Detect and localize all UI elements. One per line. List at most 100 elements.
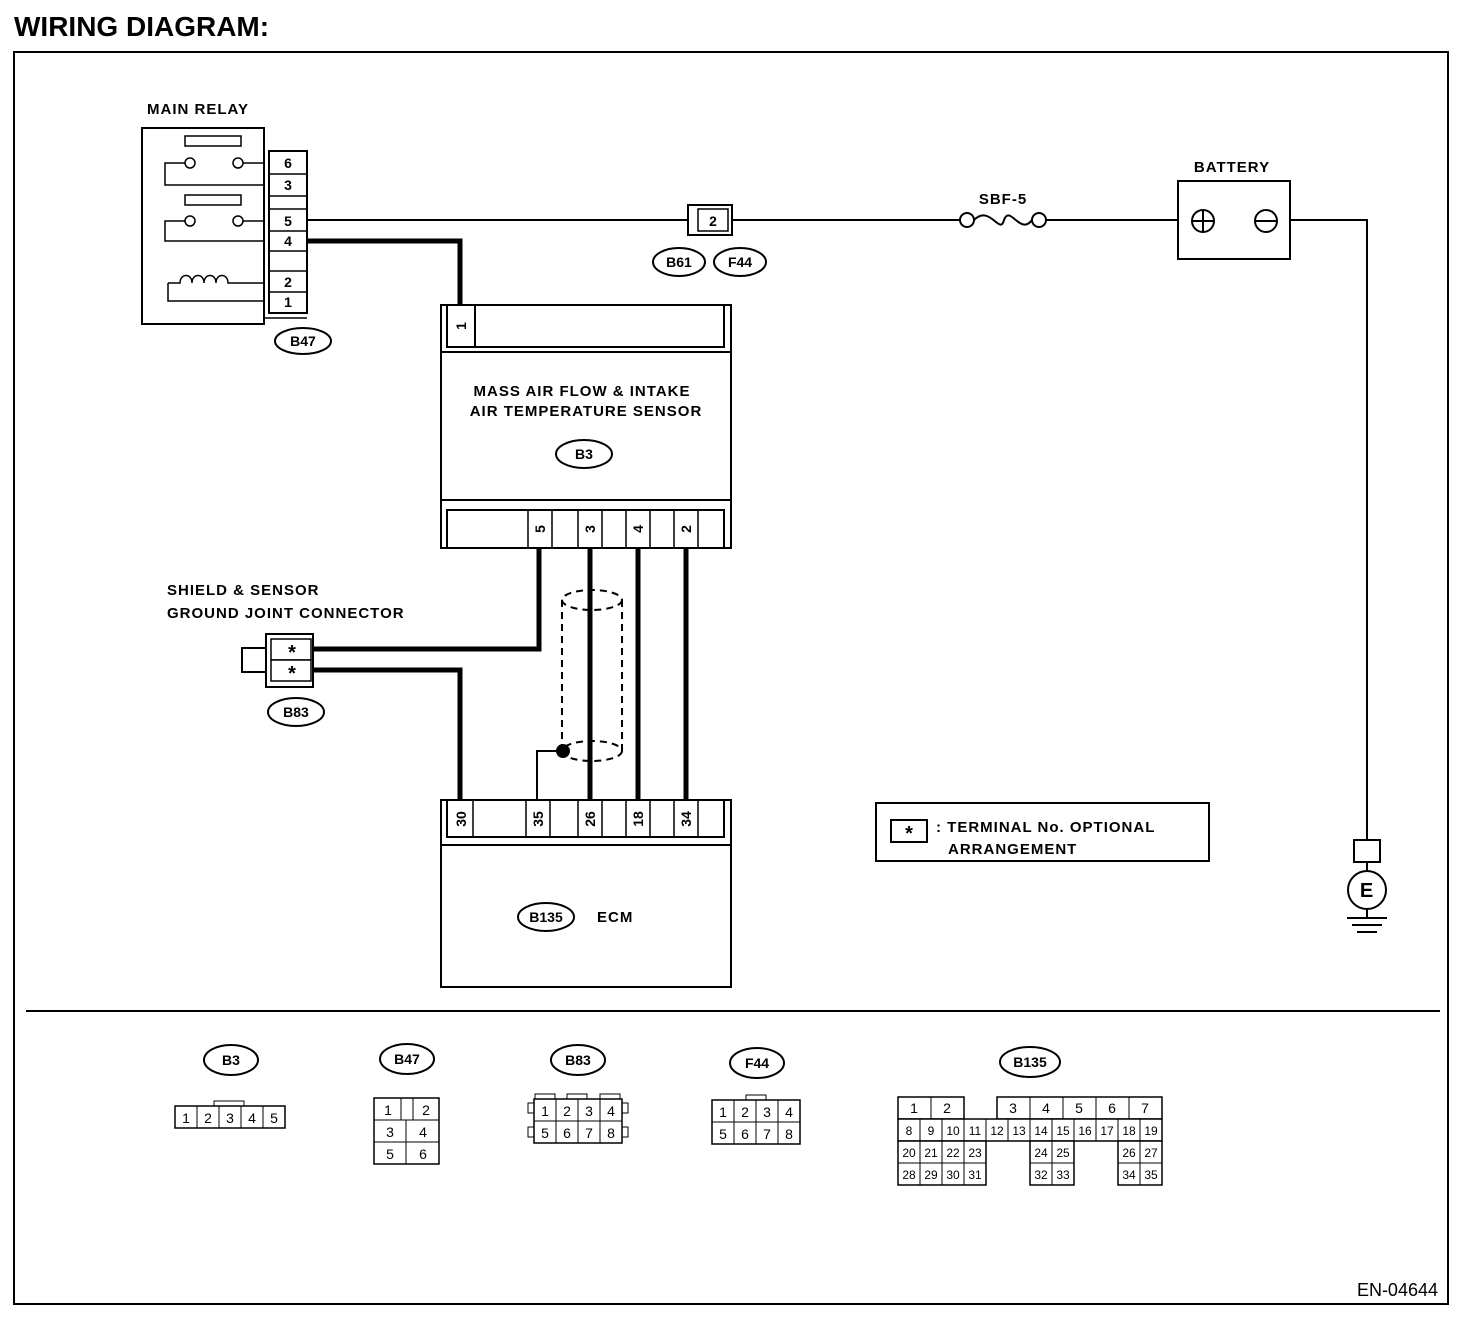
b47-pin: 4 xyxy=(419,1124,427,1140)
b135-pin: 27 xyxy=(1144,1146,1158,1160)
diagram-frame xyxy=(13,51,1449,1305)
b3-pin: 4 xyxy=(248,1110,256,1126)
b47-pin: 5 xyxy=(386,1146,394,1162)
b135-pin: 25 xyxy=(1056,1146,1070,1160)
b135-pin: 14 xyxy=(1034,1124,1048,1138)
shield-pin-2: * xyxy=(288,663,296,685)
shield-label-line1: SHIELD & SENSOR xyxy=(167,582,320,599)
b135-pin: 34 xyxy=(1122,1168,1136,1182)
shield-label-line2: GROUND JOINT CONNECTOR xyxy=(167,605,405,622)
b135-pin: 13 xyxy=(1012,1124,1026,1138)
joint-connector-badge-f44: F44 xyxy=(728,254,752,270)
b83-pin: 1 xyxy=(541,1103,549,1119)
fuse-icon xyxy=(973,214,1033,226)
b135-pin: 4 xyxy=(1042,1100,1050,1116)
connector-view-b47: B47 1 2 3 4 5 6 xyxy=(373,1043,440,1165)
ecm-pin-35: 35 xyxy=(530,811,546,827)
b135-pin: 20 xyxy=(902,1146,916,1160)
b83-pin: 6 xyxy=(563,1125,571,1141)
joint-connector: 2 B61 F44 xyxy=(652,204,767,277)
battery-label: BATTERY xyxy=(1194,159,1270,176)
maf-connector-badge: B3 xyxy=(575,446,593,462)
b135-pin: 32 xyxy=(1034,1168,1048,1182)
b135-pin: 17 xyxy=(1100,1124,1114,1138)
f44-pin: 3 xyxy=(763,1104,771,1120)
connector-view-f44: F44 1 2 3 4 5 6 7 8 xyxy=(711,1047,801,1145)
maf-pin-3: 3 xyxy=(582,525,598,533)
f44-pin: 4 xyxy=(785,1104,793,1120)
connector-view-b135-name: B135 xyxy=(1013,1054,1047,1070)
ecm-pin-30: 30 xyxy=(453,811,469,827)
main-relay: MAIN RELAY 6 3 5 4 2 1 B47 xyxy=(141,101,332,355)
b83-pin: 3 xyxy=(585,1103,593,1119)
battery-minus-icon xyxy=(1254,209,1278,233)
maf-pin-5: 5 xyxy=(532,525,548,533)
b135-pin: 28 xyxy=(902,1168,916,1182)
ecm-connector-badge: B135 xyxy=(529,909,563,925)
maf-pin-2: 2 xyxy=(678,525,694,533)
b135-pin: 10 xyxy=(946,1124,960,1138)
b47-pin: 1 xyxy=(384,1102,392,1118)
b83-pin: 4 xyxy=(607,1103,615,1119)
f44-pin: 1 xyxy=(719,1104,727,1120)
ecm-label: ECM xyxy=(597,909,633,926)
main-relay-label: MAIN RELAY xyxy=(147,101,249,118)
ground-label: E xyxy=(1360,880,1374,902)
connector-view-b3-name: B3 xyxy=(222,1052,240,1068)
connector-view-b135: B135 1 2 3 4 5 6 7 8 9 10 11 12 13 xyxy=(897,1046,1163,1186)
maf-sensor: 1 MASS AIR FLOW & INTAKE AIR TEMPERATURE… xyxy=(440,304,732,549)
main-relay-connector-badge: B47 xyxy=(290,333,316,349)
fuse-label: SBF-5 xyxy=(979,191,1027,208)
b135-pin: 19 xyxy=(1144,1124,1158,1138)
b135-pin: 16 xyxy=(1078,1124,1092,1138)
b3-pin: 1 xyxy=(182,1110,190,1126)
f44-pin: 5 xyxy=(719,1126,727,1142)
b135-pin: 18 xyxy=(1122,1124,1136,1138)
relay-pin-3: 3 xyxy=(284,177,292,193)
ground-point: E xyxy=(1347,839,1387,933)
f44-pin: 8 xyxy=(785,1126,793,1142)
shield-connector-badge: B83 xyxy=(283,704,309,720)
b135-pin: 8 xyxy=(906,1124,913,1138)
f44-pin: 7 xyxy=(763,1126,771,1142)
legend-symbol: * xyxy=(905,823,913,845)
b135-pin: 9 xyxy=(928,1124,935,1138)
f44-pin: 6 xyxy=(741,1126,749,1142)
connector-view-b47-name: B47 xyxy=(394,1051,420,1067)
relay-pin-4: 4 xyxy=(284,233,292,249)
b135-pin: 24 xyxy=(1034,1146,1048,1160)
connector-view-b83: B83 1 2 3 4 5 6 7 8 xyxy=(527,1044,629,1144)
battery: BATTERY xyxy=(1177,159,1291,260)
b3-pin: 5 xyxy=(270,1110,278,1126)
page-title: WIRING DIAGRAM: xyxy=(14,11,269,42)
b135-pin: 33 xyxy=(1056,1168,1070,1182)
ecm-pin-26: 26 xyxy=(582,811,598,827)
relay-coil-icon xyxy=(167,274,264,302)
b135-pin: 29 xyxy=(924,1168,938,1182)
b135-pin: 2 xyxy=(943,1100,951,1116)
b83-pin: 7 xyxy=(585,1125,593,1141)
maf-pin-4: 4 xyxy=(630,525,646,533)
ecm-pin-18: 18 xyxy=(630,811,646,827)
shield-ground-connector: SHIELD & SENSOR GROUND JOINT CONNECTOR *… xyxy=(167,582,405,727)
maf-label-line2: AIR TEMPERATURE SENSOR xyxy=(470,403,703,420)
shield-drain-junction xyxy=(556,744,570,758)
ground-icon xyxy=(1347,909,1387,933)
relay-pin-1: 1 xyxy=(284,294,292,310)
wires xyxy=(307,219,1368,840)
maf-pin-1: 1 xyxy=(453,322,469,330)
b47-pin: 3 xyxy=(386,1124,394,1140)
b83-pin: 2 xyxy=(563,1103,571,1119)
b135-pin: 15 xyxy=(1056,1124,1070,1138)
b135-pin: 7 xyxy=(1141,1100,1149,1116)
f44-pin: 2 xyxy=(741,1104,749,1120)
b135-pin: 22 xyxy=(946,1146,960,1160)
legend-text-line2: ARRANGEMENT xyxy=(948,841,1077,858)
connector-view-b3: B3 1 2 3 4 5 xyxy=(174,1044,286,1129)
joint-pin-label: 2 xyxy=(709,213,717,229)
b3-pin: 2 xyxy=(204,1110,212,1126)
ecm: 30 35 26 18 34 B135 ECM xyxy=(440,799,732,988)
relay-pin-6: 6 xyxy=(284,155,292,171)
b83-pin: 5 xyxy=(541,1125,549,1141)
b135-pin: 6 xyxy=(1108,1100,1116,1116)
